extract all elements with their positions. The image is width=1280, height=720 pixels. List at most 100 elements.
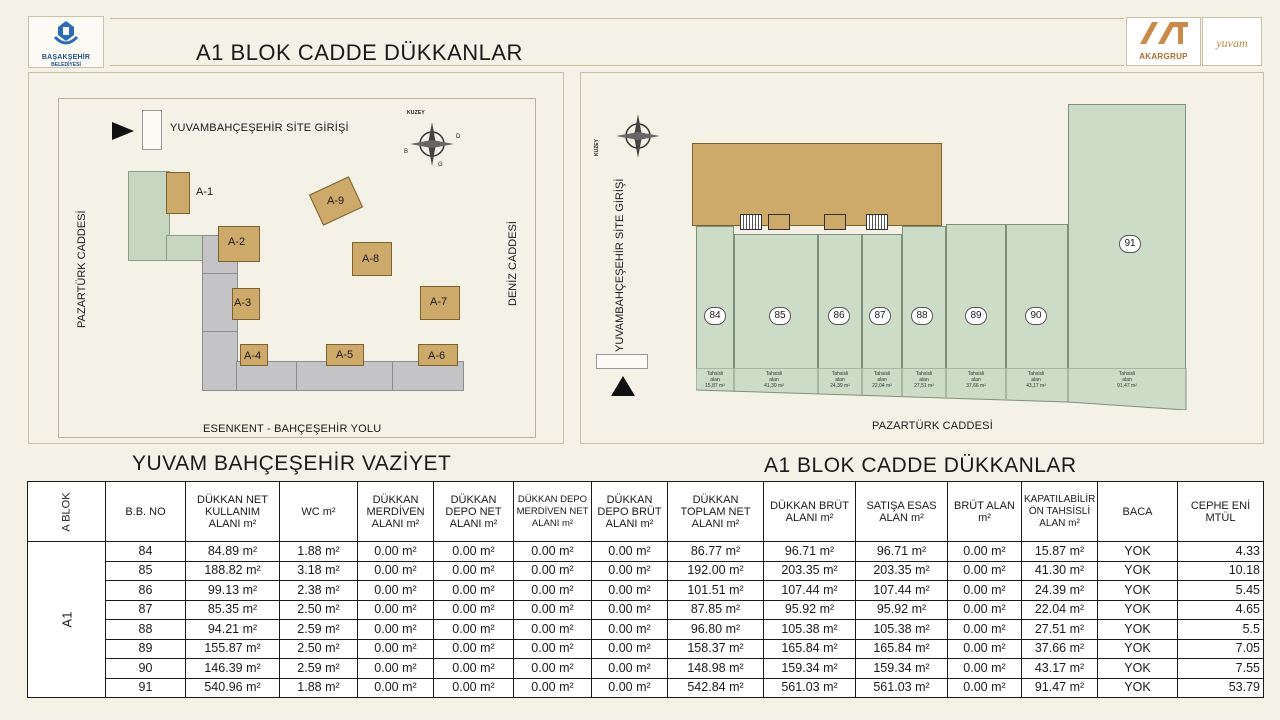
table-cell: 159.34 m² (855, 658, 948, 679)
store-87-badge: 87 (869, 307, 891, 325)
green-area-a1-link (166, 235, 204, 261)
table-cell: 0.00 m² (947, 541, 1022, 562)
header-blok: A BLOK (27, 481, 106, 542)
table-cell: 0.00 m² (357, 541, 434, 562)
table-cell: 84.89 m² (185, 541, 280, 562)
table-cell: 96.71 m² (855, 541, 948, 562)
table-cell: 0.00 m² (513, 599, 592, 620)
table-cell: 85.35 m² (185, 599, 280, 620)
table-cell: 542.84 m² (667, 677, 764, 698)
store-89-badge: 89 (965, 307, 987, 325)
table-cell: 27.51 m² (1021, 619, 1098, 640)
table-cell: 203.35 m² (855, 560, 948, 581)
table-cell: 0.00 m² (513, 560, 592, 581)
table-cell: 0.00 m² (947, 560, 1022, 581)
table-cell: 2.50 m² (279, 638, 358, 659)
block-a8-label: A-8 (362, 253, 380, 265)
table-cell: 0.00 m² (947, 580, 1022, 601)
block-a1-label: A-1 (196, 186, 214, 198)
table-cell: YOK (1097, 541, 1178, 562)
block-a9-label: A-9 (327, 195, 345, 207)
table-cell: 0.00 m² (357, 619, 434, 640)
header-satis: SATIŞA ESAS ALAN m² (855, 481, 948, 542)
table-cell: 4.33 (1177, 541, 1264, 562)
header-kullanim: DÜKKAN NET KULLANIM ALANI m² (185, 481, 280, 542)
table-cell: 91.47 m² (1021, 677, 1098, 698)
table-cell: 158.37 m² (667, 638, 764, 659)
yuvam-logo-text: yuvam (1216, 36, 1248, 50)
table-cell: 0.00 m² (591, 580, 668, 601)
table-cell: 0.00 m² (433, 619, 514, 640)
table-cell: 0.00 m² (947, 658, 1022, 679)
table-cell: 86.77 m² (667, 541, 764, 562)
table-cell: 0.00 m² (357, 580, 434, 601)
table-cell: 1.88 m² (279, 677, 358, 698)
table-cell: 85 (105, 560, 186, 581)
entrance-arrow-icon (112, 122, 134, 140)
table-cell: YOK (1097, 638, 1178, 659)
table-cell: 0.00 m² (357, 677, 434, 698)
table-cell: 0.00 m² (357, 658, 434, 679)
road-right-label: DENİZ CADDESİ (507, 221, 519, 306)
basaksehir-logo: BAŞAKŞEHİR BELEDİYESİ (28, 16, 104, 68)
table-header-row: A BLOK B.B. NO DÜKKAN NET KULLANIM ALANI… (27, 481, 1264, 542)
table-cell: 0.00 m² (433, 541, 514, 562)
area-table-grid: A BLOK B.B. NO DÜKKAN NET KULLANIM ALANI… (27, 481, 1264, 698)
table-cell: 561.03 m² (855, 677, 948, 698)
table-cell: 188.82 m² (185, 560, 280, 581)
table-cell: 0.00 m² (947, 677, 1022, 698)
table-cell: 0.00 m² (591, 658, 668, 679)
header-depo-merdiven: DÜKKAN DEPO MERDİVEN NET ALANI m² (513, 481, 592, 542)
block-a5-label: A-5 (336, 349, 354, 361)
floor-plan-title: A1 BLOK CADDE DÜKKANLAR (764, 454, 1077, 477)
table-cell: 107.44 m² (763, 580, 856, 601)
table-cell: 37.66 m² (1021, 638, 1098, 659)
table-cell: 87 (105, 599, 186, 620)
store-88 (902, 226, 946, 370)
table-cell: 5.5 (1177, 619, 1264, 640)
header-bbno: B.B. NO (105, 481, 186, 542)
table-cell: 96.71 m² (763, 541, 856, 562)
store-87 (862, 234, 902, 370)
grey-area-3 (202, 331, 238, 391)
table-cell: 41.30 m² (1021, 560, 1098, 581)
header-wc: WC m² (279, 481, 358, 542)
site-plan-frame (58, 98, 536, 438)
site-plan-panel (28, 72, 564, 444)
table-cell: 0.00 m² (591, 638, 668, 659)
table-cell: YOK (1097, 619, 1178, 640)
table-cell: 2.59 m² (279, 658, 358, 679)
table-cell: 165.84 m² (855, 638, 948, 659)
table-cell: 4.65 (1177, 599, 1264, 620)
compass-icon (410, 122, 454, 166)
elevator-1-icon (768, 214, 790, 230)
store-91-badge: 91 (1119, 235, 1141, 253)
table-cell: YOK (1097, 560, 1178, 581)
green-area-a1 (128, 171, 170, 261)
floor-entrance-arrow-icon (611, 376, 635, 396)
table-cell: 0.00 m² (591, 599, 668, 620)
store-85 (734, 234, 818, 370)
block-a3-label: A-3 (234, 297, 252, 309)
table-cell: 24.39 m² (1021, 580, 1098, 601)
header-kapatilabilir: KAPATILABİLİR ÖN TAHSİSLİ ALAN m² (1021, 481, 1098, 542)
table-cell: YOK (1097, 658, 1178, 679)
table-cell: 84 (105, 541, 186, 562)
table-cell: 0.00 m² (947, 638, 1022, 659)
table-cell: 0.00 m² (433, 658, 514, 679)
entrance-gate (142, 110, 162, 150)
table-cell: 561.03 m² (763, 677, 856, 698)
compass-right-icon (616, 114, 660, 158)
road-bottom-label: ESENKENT - BAHÇEŞEHİR YOLU (203, 423, 382, 435)
table-cell: 0.00 m² (591, 619, 668, 640)
compass-right-north-label: KUZEY (594, 139, 600, 156)
stair-1-icon (740, 214, 762, 230)
